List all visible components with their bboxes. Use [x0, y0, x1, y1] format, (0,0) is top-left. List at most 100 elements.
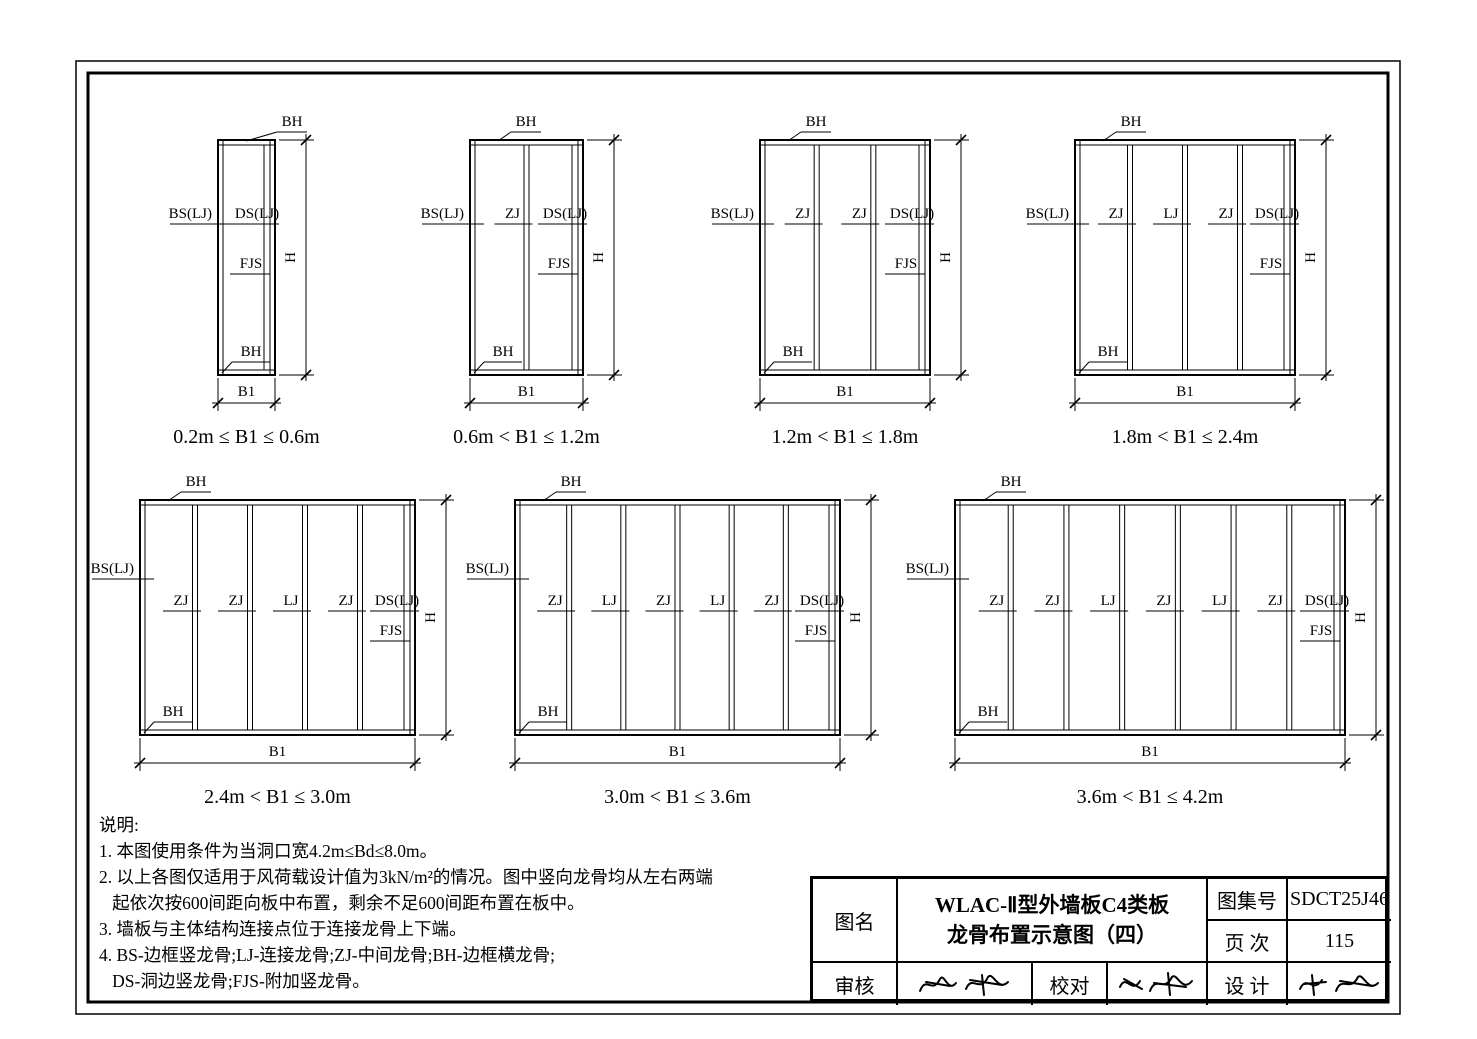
- stud-label: ZJ: [548, 593, 563, 609]
- panel-outline: [514, 499, 841, 736]
- bh-bottom-leader: [958, 721, 970, 734]
- panel-outline: [759, 139, 931, 376]
- fjs-label: FJS: [380, 623, 403, 639]
- b1-dim-label: B1: [1176, 384, 1194, 400]
- stud-label: LJ: [602, 593, 617, 609]
- stud-label: ZJ: [505, 206, 520, 222]
- stud-label: ZJ: [764, 593, 779, 609]
- panel-outline: [217, 139, 276, 376]
- bs-label: BS(LJ): [169, 206, 212, 222]
- title-block-name-label: 图名: [813, 879, 898, 963]
- bh-bottom-label: BH: [493, 344, 514, 360]
- bh-bottom-label: BH: [241, 344, 262, 360]
- dim-tick: [865, 494, 877, 506]
- b1-dim-label: B1: [836, 384, 854, 400]
- bh-bottom-label: BH: [1098, 344, 1119, 360]
- note-line: 1. 本图使用条件为当洞口宽4.2m≤Bd≤8.0m。: [99, 841, 438, 861]
- stud-label: ZJ: [174, 593, 189, 609]
- b1-dim-label: B1: [518, 384, 536, 400]
- dim-tick: [134, 757, 146, 769]
- bh-top-leader: [245, 131, 278, 142]
- dim-tick: [754, 397, 766, 409]
- b1-dim-label: B1: [238, 384, 256, 400]
- stud-label: LJ: [1212, 593, 1227, 609]
- note-line: 说明:: [99, 815, 139, 835]
- h-dim-label: H: [283, 252, 299, 263]
- dim-tick: [949, 757, 961, 769]
- fjs-label: FJS: [895, 256, 918, 272]
- panel-outline: [954, 499, 1346, 736]
- dim-tick: [955, 134, 967, 146]
- proofreader-signature-icon: [1119, 972, 1193, 996]
- panel-caption: 0.2m ≤ B1 ≤ 0.6m: [173, 426, 320, 448]
- h-dim-label: H: [591, 252, 607, 263]
- bh-top-label: BH: [561, 474, 582, 490]
- dim-tick: [834, 757, 846, 769]
- dim-tick: [924, 397, 936, 409]
- bh-top-label: BH: [516, 114, 537, 130]
- page-number-value: 115: [1288, 921, 1391, 963]
- note-line: 3. 墙板与主体结构连接点位于连接龙骨上下端。: [99, 919, 467, 939]
- dim-tick: [464, 397, 476, 409]
- fjs-label: FJS: [1310, 623, 1333, 639]
- fjs-label: FJS: [805, 623, 828, 639]
- dim-tick: [212, 397, 224, 409]
- bh-bottom-label: BH: [538, 704, 559, 720]
- bs-label: BS(LJ): [906, 561, 949, 577]
- dim-tick: [409, 757, 421, 769]
- bh-bottom-leader: [763, 361, 775, 374]
- ds-label: DS(LJ): [235, 206, 279, 222]
- ds-label: DS(LJ): [375, 593, 419, 609]
- stud-label: ZJ: [1045, 593, 1060, 609]
- bs-label: BS(LJ): [711, 206, 754, 222]
- drawing-title: WLAC-Ⅱ型外墙板C4类板 龙骨布置示意图（四）: [898, 879, 1208, 963]
- dim-tick: [1320, 134, 1332, 146]
- ds-label: DS(LJ): [800, 593, 844, 609]
- h-dim-label: H: [423, 612, 439, 623]
- dim-tick: [1370, 494, 1382, 506]
- b1-dim-label: B1: [1141, 744, 1159, 760]
- bh-top-label: BH: [186, 474, 207, 490]
- b1-dim-label: B1: [669, 744, 687, 760]
- note-line: 4. BS-边框竖龙骨;LJ-连接龙骨;ZJ-中间龙骨;BH-边框横龙骨;: [99, 945, 555, 965]
- ds-label: DS(LJ): [1305, 593, 1349, 609]
- fjs-label: FJS: [548, 256, 571, 272]
- dim-tick: [300, 369, 312, 381]
- bh-bottom-label: BH: [978, 704, 999, 720]
- stud-label: ZJ: [1268, 593, 1283, 609]
- panel-caption: 3.6m < B1 ≤ 4.2m: [1077, 786, 1224, 808]
- page-border-outer: [75, 60, 1401, 1015]
- dim-tick: [440, 729, 452, 741]
- h-dim-label: H: [938, 252, 954, 263]
- fjs-label: FJS: [240, 256, 263, 272]
- bh-top-leader: [542, 491, 557, 502]
- bs-label: BS(LJ): [466, 561, 509, 577]
- designer-signature-icon: [1299, 974, 1379, 996]
- dim-tick: [300, 134, 312, 146]
- panel-caption: 2.4m < B1 ≤ 3.0m: [204, 786, 351, 808]
- review-label: 审核: [813, 963, 898, 1005]
- stud-label: ZJ: [1109, 206, 1124, 222]
- title-block: 图名 WLAC-Ⅱ型外墙板C4类板 龙骨布置示意图（四） 图集号 SDCT25J…: [810, 876, 1391, 1005]
- ds-label: DS(LJ): [1255, 206, 1299, 222]
- bh-top-label: BH: [806, 114, 827, 130]
- stud-label: ZJ: [795, 206, 810, 222]
- panel-caption: 1.2m < B1 ≤ 1.8m: [772, 426, 919, 448]
- stud-label: LJ: [710, 593, 725, 609]
- bh-top-leader: [497, 131, 512, 142]
- dim-tick: [955, 369, 967, 381]
- bh-top-label: BH: [1001, 474, 1022, 490]
- panel-caption: 3.0m < B1 ≤ 3.6m: [604, 786, 751, 808]
- dim-tick: [1069, 397, 1081, 409]
- reviewer-signature-icon: [918, 974, 1009, 996]
- design-label: 设 计: [1208, 963, 1288, 1005]
- bh-top-label: BH: [282, 114, 303, 130]
- stud-label: ZJ: [339, 593, 354, 609]
- dim-tick: [1370, 729, 1382, 741]
- stud-label: LJ: [1164, 206, 1179, 222]
- bs-label: BS(LJ): [1026, 206, 1069, 222]
